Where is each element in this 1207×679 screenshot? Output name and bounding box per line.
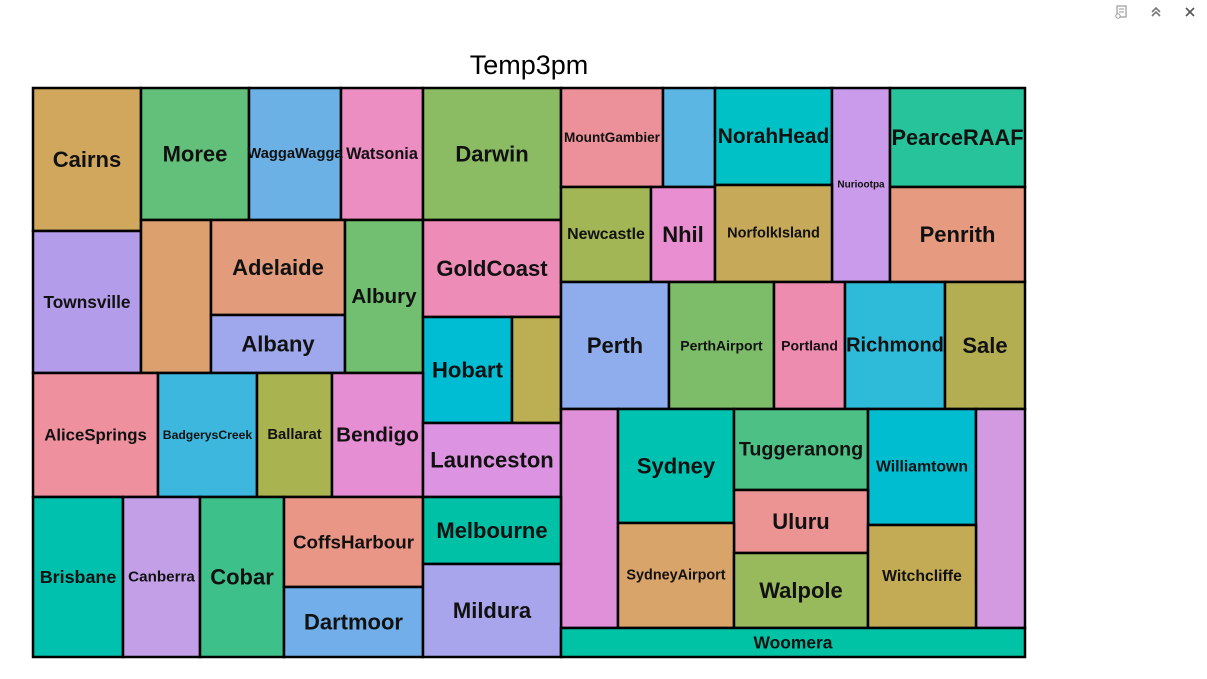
treemap-label-mountgambier: MountGambier xyxy=(564,130,661,145)
treemap-cell-waggawagga xyxy=(247,86,343,222)
collapse-icon xyxy=(1151,6,1161,17)
collapse-button[interactable] xyxy=(1139,0,1173,24)
treemap-cell-canberra xyxy=(121,495,202,659)
export-icon xyxy=(1115,5,1127,19)
treemap-label-dartmoor: Dartmoor xyxy=(304,610,403,635)
treemap-cell-brisbane xyxy=(31,495,125,659)
treemap-label-badgeryscreek: BadgerysCreek xyxy=(163,428,253,442)
treemap-cell-watsonia xyxy=(339,86,425,222)
treemap-label-tuggeranong: Tuggeranong xyxy=(739,439,863,461)
treemap-label-alicesprings: AliceSprings xyxy=(44,426,147,445)
close-icon xyxy=(1185,7,1195,17)
treemap-cell-ballarat xyxy=(255,371,334,499)
treemap-label-norfolkisland: NorfolkIsland xyxy=(727,226,820,242)
treemap-label-albury: Albury xyxy=(351,285,417,308)
treemap-label-richmond: Richmond xyxy=(846,335,944,357)
treemap-label-canberra: Canberra xyxy=(128,569,195,586)
treemap-label-norahhead: NorahHead xyxy=(718,125,829,148)
treemap-label-perthairport: PerthAirport xyxy=(680,338,763,354)
treemap-label-cairns: Cairns xyxy=(53,147,121,172)
treemap-cell-unlabeled-21 xyxy=(510,315,563,425)
treemap-cell-albany xyxy=(209,313,347,375)
treemap-cell-darwin xyxy=(421,86,563,222)
treemap-cell-penrith xyxy=(888,185,1027,284)
treemap-label-penrith: Penrith xyxy=(920,222,996,247)
treemap-label-goldcoast: GoldCoast xyxy=(436,256,548,281)
treemap-label-perth: Perth xyxy=(587,333,643,358)
treemap-label-watsonia: Watsonia xyxy=(346,145,419,163)
treemap-cell-woomera xyxy=(559,626,1027,659)
treemap-cell-sydneyairport xyxy=(616,521,736,630)
export-button[interactable] xyxy=(1105,0,1139,24)
treemap-cell-portland xyxy=(772,280,847,411)
treemap-label-cobar: Cobar xyxy=(210,565,274,590)
treemap-label-adelaide: Adelaide xyxy=(232,255,324,280)
treemap-label-sydneyairport: SydneyAirport xyxy=(626,568,725,584)
treemap-label-albany: Albany xyxy=(241,332,315,357)
chart-title: Temp3pm xyxy=(470,50,589,80)
treemap-label-hobart: Hobart xyxy=(432,358,504,383)
treemap-label-waggawagga: WaggaWagga xyxy=(247,146,343,162)
treemap-cell-norahhead xyxy=(713,86,834,187)
treemap-cell-unlabeled-11 xyxy=(139,218,213,375)
treemap-cell-melbourne xyxy=(421,495,563,566)
treemap-label-darwin: Darwin xyxy=(455,142,528,167)
treemap-label-portland: Portland xyxy=(781,338,838,354)
treemap-cell-richmond xyxy=(843,280,947,411)
close-button[interactable] xyxy=(1173,0,1207,24)
treemap-label-witchcliffe: Witchcliffe xyxy=(882,568,962,585)
treemap-cell-unlabeled-36 xyxy=(974,407,1027,630)
treemap-label-nhil: Nhil xyxy=(662,222,704,247)
treemap-label-uluru: Uluru xyxy=(772,509,829,534)
treemap-label-nuriootpa: Nuriootpa xyxy=(837,180,885,191)
treemap-cell-townsville xyxy=(31,229,143,375)
treemap-cell-nhil xyxy=(649,185,717,284)
treemap-label-brisbane: Brisbane xyxy=(40,567,117,587)
treemap-label-coffsharbour: CoffsHarbour xyxy=(293,532,415,553)
treemap-cell-albury xyxy=(343,218,425,375)
treemap-label-ballarat: Ballarat xyxy=(267,427,321,443)
treemap-label-sydney: Sydney xyxy=(637,454,716,479)
window-toolbar xyxy=(1105,0,1207,24)
treemap-label-pearceraaf: PearceRAAF xyxy=(891,125,1023,150)
treemap-cell-badgeryscreek xyxy=(156,371,259,499)
treemap-cell-coffsharbour xyxy=(282,495,425,589)
treemap-cell-williamtown xyxy=(866,407,978,527)
treemap-label-williamtown: Williamtown xyxy=(876,459,968,476)
treemap-cell-launceston xyxy=(421,421,563,499)
treemap-cell-perth xyxy=(559,280,671,411)
treemap-label-mildura: Mildura xyxy=(453,598,532,623)
treemap-cell-walpole xyxy=(732,551,870,630)
treemap-cell-cobar xyxy=(198,495,286,659)
treemap-label-moree: Moree xyxy=(163,142,228,167)
treemap-label-melbourne: Melbourne xyxy=(436,518,547,543)
treemap-cell-sydney xyxy=(616,407,736,525)
treemap-cell-witchcliffe xyxy=(866,523,978,630)
treemap-cell-alicesprings xyxy=(31,371,160,499)
treemap-label-walpole: Walpole xyxy=(759,578,843,603)
treemap-cell-adelaide xyxy=(209,218,347,317)
treemap-cell-pearceraaf xyxy=(888,86,1027,189)
treemap-cell-unlabeled-6 xyxy=(661,86,717,189)
treemap-cell-unlabeled-32 xyxy=(559,407,620,630)
treemap-label-sale: Sale xyxy=(962,333,1007,358)
treemap-label-woomera: Woomera xyxy=(754,633,833,653)
treemap-cell-tuggeranong xyxy=(732,407,870,492)
treemap-cell-mountgambier xyxy=(559,86,665,189)
treemap-label-newcastle: Newcastle xyxy=(567,226,645,243)
treemap-cell-mildura xyxy=(421,562,563,659)
treemap-label-launceston: Launceston xyxy=(430,448,553,473)
treemap-cell-norfolkisland xyxy=(713,183,834,284)
treemap-label-bendigo: Bendigo xyxy=(336,424,419,447)
treemap-cell-sale xyxy=(943,280,1027,411)
treemap-label-townsville: Townsville xyxy=(43,292,130,312)
